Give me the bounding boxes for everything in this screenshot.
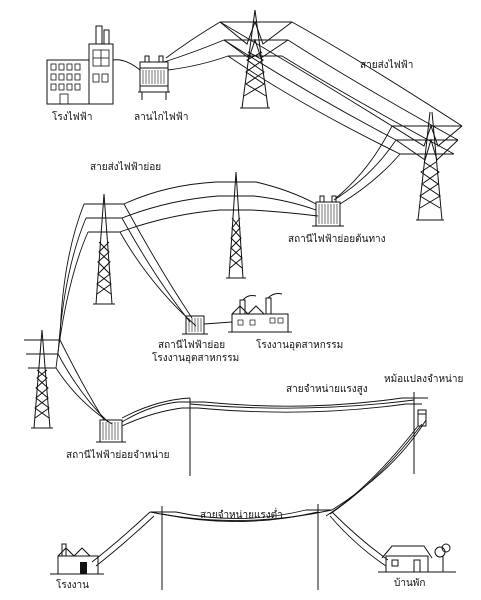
industrial-plant-icon	[228, 294, 292, 333]
distribution-pole-icon	[306, 504, 332, 590]
distribution-transformer-icon	[418, 410, 426, 426]
house-label: บ้านพัก	[394, 578, 425, 590]
distribution-pole-icon	[178, 398, 204, 476]
high-voltage-distribution-label: สายจำหน่ายแรงสูง	[286, 384, 368, 396]
subtransmission-line-label: สายส่งไฟฟ้าย่อย	[90, 162, 161, 174]
subtransmission-tower-icon	[84, 194, 124, 304]
terminal-substation-label: สถานีไฟฟ้าย่อยต้นทาง	[288, 234, 386, 246]
transmission-tower-icon	[220, 10, 292, 108]
industrial-substation-icon	[182, 316, 232, 334]
low-voltage-distribution-label: สายจำหน่ายแรงต่ำ	[200, 510, 283, 522]
factory-label: โรงงาน	[56, 580, 89, 592]
transmission-line-label: สายส่งไฟฟ้า	[360, 60, 413, 72]
distribution-pole-icon	[150, 506, 176, 590]
industrial-substation-label-2: โรงงานอุตสาหกรรม	[152, 353, 239, 365]
industrial-plant-label: โรงงานอุตสาหกรรม	[256, 340, 343, 352]
generating-substation-icon	[138, 56, 170, 100]
subtransmission-tower-icon	[24, 330, 60, 428]
terminal-substation-icon	[312, 196, 344, 226]
house-icon	[378, 544, 456, 572]
distribution-substation-label: สถานีไฟฟ้าย่อยจำหน่าย	[66, 450, 170, 462]
transmission-tower-icon	[392, 112, 462, 220]
power-plant-icon	[47, 26, 113, 104]
subtransmission-tower-icon	[216, 172, 256, 278]
power-plant-label: โรงไฟฟ้า	[52, 112, 92, 124]
industrial-substation-label: สถานีไฟฟ้าย่อย	[158, 340, 225, 352]
generating-substation-label: ลานไกไฟฟ้า	[134, 112, 188, 124]
distribution-transformer-label: หม้อแปลงจำหน่าย	[384, 374, 463, 386]
